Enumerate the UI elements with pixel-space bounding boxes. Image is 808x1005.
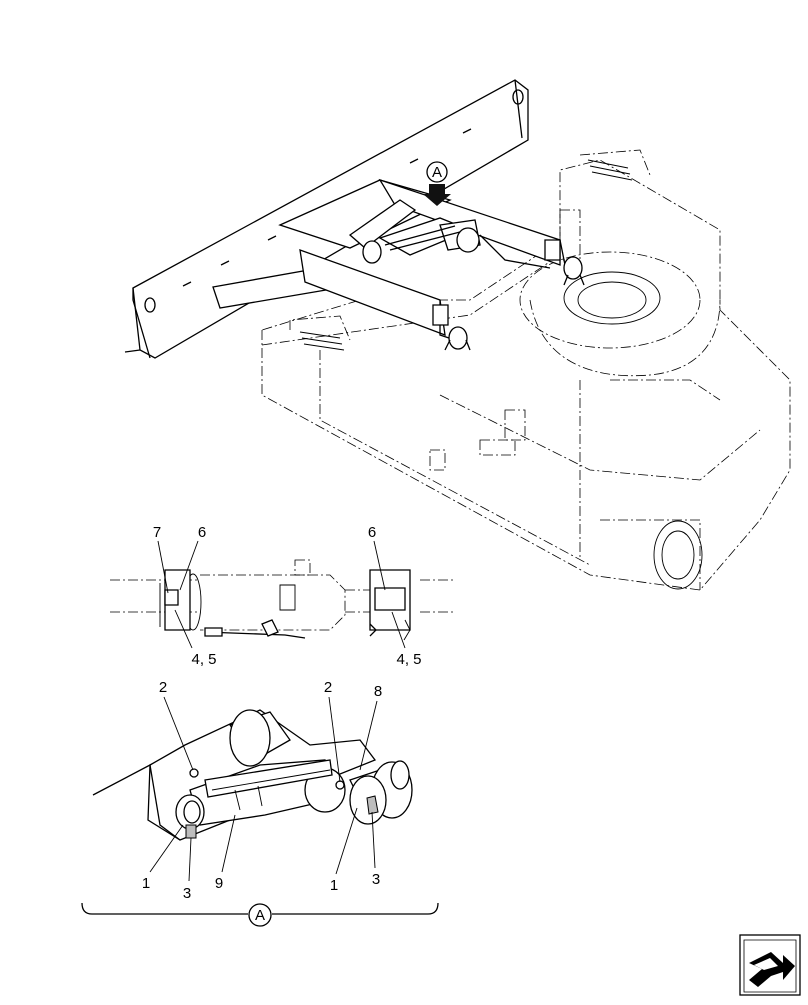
label-bottom-right-3: 3 [372,871,380,888]
label-top-right-4-5: 4, 5 [396,651,421,668]
view-a-marker-detail: A [248,903,272,927]
view-a-bracket [81,902,439,915]
label-top-right-6: 6 [368,524,376,541]
detail-view-top: 7 6 4, 5 6 4, 5 [110,524,455,668]
label-bottom-left-2: 2 [159,679,167,696]
mounting-pins [432,239,585,351]
label-bottom-right-2: 2 [324,679,332,696]
label-bottom-9: 9 [215,875,223,892]
undercarriage-frame-phantom [261,149,791,591]
label-bottom-right-1: 1 [330,877,338,894]
label-bottom-left-1: 1 [142,875,150,892]
detail-view-a: 2 1 3 9 2 8 1 3 A [81,679,439,927]
label-top-left-4-5: 4, 5 [191,651,216,668]
next-page-arrow-icon[interactable] [739,934,801,996]
main-assembly-view: A [124,79,791,591]
view-a-marker-main: A [423,161,451,206]
blade-cylinder [348,199,551,269]
label-bottom-right-8: 8 [374,683,382,700]
label-top-left-7: 7 [153,524,161,541]
view-a-label-detail: A [255,907,265,924]
label-top-left-6: 6 [198,524,206,541]
label-bottom-left-3: 3 [183,885,191,902]
view-a-label-main: A [432,164,442,181]
